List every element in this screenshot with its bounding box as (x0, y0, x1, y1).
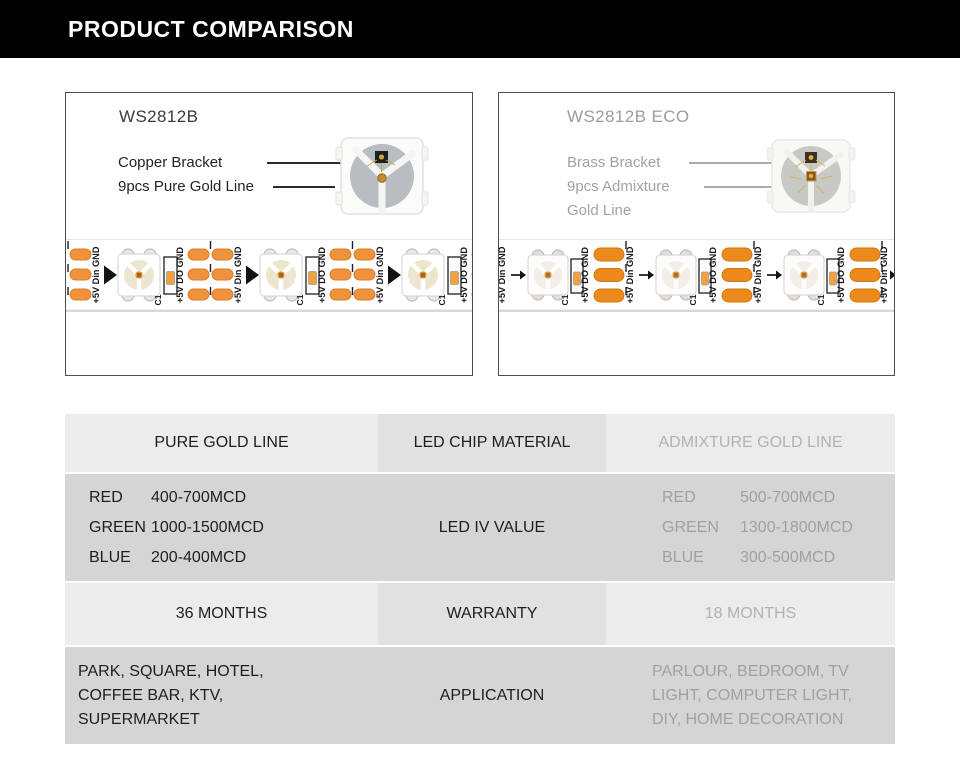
callout-label: 9pcs Pure Gold Line (118, 178, 254, 195)
led-chip-illustration (335, 137, 429, 215)
strip-pad-label: +5V Din GND (879, 246, 889, 303)
strip-pad-label: C1 (153, 294, 163, 305)
callout-leader-line (689, 162, 775, 164)
strip-segment: +5V Din GND C1 +5V DO GND (353, 246, 472, 306)
page-title: PRODUCT COMPARISON (68, 15, 354, 42)
solder-pad (211, 248, 234, 261)
strip-pad-label: +5V DO GND (580, 247, 590, 303)
strip-pad-label: C1 (437, 294, 447, 305)
solder-pad (329, 248, 352, 261)
spec-line: GREEN 1300-1800MCD (662, 518, 853, 536)
strip-segment: +5V Din GND C1 +5V DO GND (753, 241, 883, 310)
strip-pad-label: +5V DO GND (836, 247, 846, 303)
solder-pad (593, 288, 625, 303)
panel-ws2812b: WS2812B Copper Bracket 9pcs Pure Gold Li… (65, 92, 473, 376)
solder-pad (211, 288, 234, 301)
led-chip-illustration (766, 139, 856, 213)
cell-warranty-label: WARRANTY (378, 583, 606, 645)
strip-pad-label: +5V DO GND (317, 247, 327, 303)
solder-pad (353, 268, 376, 281)
direction-arrow-icon (890, 270, 894, 280)
strip-pad-label: +5V Din GND (499, 246, 507, 303)
solder-pad (69, 248, 92, 261)
strip-pad-label: +5V DO GND (175, 247, 185, 303)
direction-arrow-icon (388, 265, 401, 285)
strip-pad-label: +5V Din GND (91, 246, 101, 303)
solder-pad (593, 247, 625, 262)
strip-pad-label: +5V Din GND (233, 246, 243, 303)
strip-pad-label: +5V Din GND (375, 246, 385, 303)
direction-arrow-icon (246, 265, 259, 285)
solder-pad (721, 288, 753, 303)
callout-leader-line (273, 186, 335, 188)
solder-pad (721, 247, 753, 262)
panel-title: WS2812B ECO (567, 107, 690, 126)
strip-segment: +5V Din GND C1 +5V DO GND (625, 241, 755, 310)
direction-arrow-icon (520, 270, 526, 280)
cell-application-left: PARK, SQUARE, HOTEL, COFFEE BAR, KTV, SU… (65, 647, 378, 744)
strip-segment: +5V Din GND C1 +5V DO GND (499, 241, 627, 310)
solder-pad (69, 288, 92, 301)
solder-pad (329, 288, 352, 301)
strip-pad-label: C1 (560, 294, 570, 305)
solder-pad (353, 288, 376, 301)
cell-iv-values-right: RED 500-700MCD GREEN 1300-1800MCD BLUE 3… (606, 474, 895, 581)
cell-application-label: APPLICATION (378, 647, 606, 744)
comparison-table: PURE GOLD LINE LED CHIP MATERIAL ADMIXTU… (65, 414, 895, 746)
cell-led-iv-value-label: LED IV VALUE (378, 474, 606, 581)
strip-pad-label: +5V Din GND (753, 246, 763, 303)
strip-segment: +5V Din GND C1 +5V DO GND (211, 241, 354, 310)
cell-pure-gold-line: PURE GOLD LINE (65, 414, 378, 472)
callout-label: Copper Bracket (118, 154, 223, 171)
cell-application-right: PARLOUR, BEDROOM, TV LIGHT, COMPUTER LIG… (606, 647, 895, 744)
direction-arrow-icon (104, 265, 117, 285)
spec-line: RED 500-700MCD (662, 488, 836, 506)
callout-leader-line (267, 162, 349, 164)
spec-line: BLUE 300-500MCD (662, 548, 836, 566)
strip-segment-partial: +5V Din GND (879, 246, 894, 303)
strip-pad-label: C1 (688, 294, 698, 305)
solder-pad (187, 248, 210, 261)
table-row-led-iv-value: RED 400-700MCD GREEN 1000-1500MCD BLUE 2… (65, 474, 895, 581)
solder-pad (721, 268, 753, 282)
solder-pad (593, 268, 625, 282)
callout-leader-line (704, 186, 792, 188)
cell-warranty-left: 36 MONTHS (65, 583, 378, 645)
spec-line: BLUE 200-400MCD (89, 548, 247, 566)
solder-pad (353, 248, 376, 261)
strip-pad-label: C1 (816, 294, 826, 305)
direction-arrow-icon (648, 270, 654, 280)
cell-iv-values-left: RED 400-700MCD GREEN 1000-1500MCD BLUE 2… (65, 474, 378, 581)
solder-pad (849, 268, 881, 282)
solder-pad (849, 247, 881, 262)
solder-pad (329, 268, 352, 281)
strip-pad-label: +5V Din GND (625, 246, 635, 303)
direction-arrow-icon (776, 270, 782, 280)
solder-pad (211, 268, 234, 281)
panel-ws2812b-eco: WS2812B ECO Brass Bracket 9pcs Admixture… (498, 92, 895, 376)
solder-pad (187, 268, 210, 281)
solder-pad (849, 288, 881, 303)
panel-title: WS2812B (119, 107, 199, 126)
strip-segment: +5V Din GND C1 +5V DO GND (67, 241, 212, 310)
table-row-chip-material: PURE GOLD LINE LED CHIP MATERIAL ADMIXTU… (65, 414, 895, 472)
cell-led-chip-material: LED CHIP MATERIAL (378, 414, 606, 472)
table-row-application: PARK, SQUARE, HOTEL, COFFEE BAR, KTV, SU… (65, 647, 895, 744)
strip-pad-label: C1 (295, 294, 305, 305)
strip-pad-label: +5V DO GND (459, 247, 469, 303)
callout-label: Brass Bracket (567, 154, 661, 171)
table-row-warranty: 36 MONTHS WARRANTY 18 MONTHS (65, 583, 895, 645)
callout-label: Gold Line (567, 202, 632, 219)
solder-pad (187, 288, 210, 301)
spec-line: RED 400-700MCD (89, 488, 247, 506)
cell-warranty-right: 18 MONTHS (606, 583, 895, 645)
solder-pad (69, 268, 92, 281)
strip-pad-label: +5V DO GND (708, 247, 718, 303)
spec-line: GREEN 1000-1500MCD (89, 518, 264, 536)
title-bar: PRODUCT COMPARISON (0, 0, 960, 58)
cell-admixture-gold-line: ADMIXTURE GOLD LINE (606, 414, 895, 472)
callout-label: 9pcs Admixture (567, 178, 670, 195)
